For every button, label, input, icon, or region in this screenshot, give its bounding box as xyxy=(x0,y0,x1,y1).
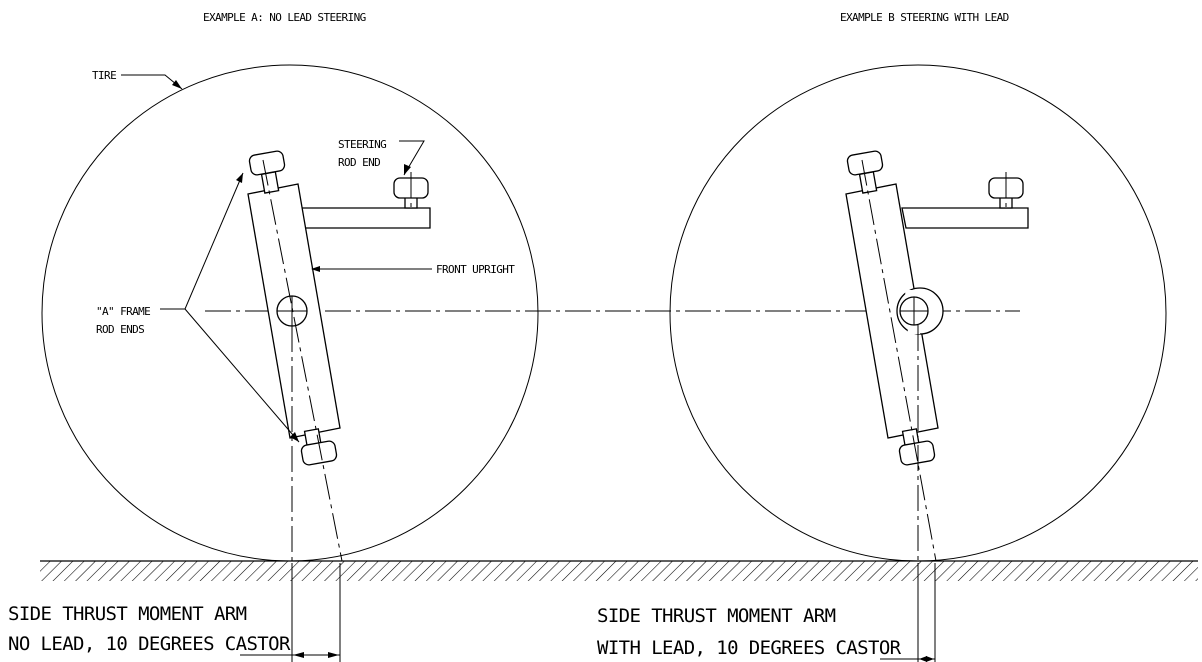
caption-a-line2: NO LEAD, 10 DEGREES CASTOR xyxy=(8,633,291,655)
tire-b xyxy=(669,64,1167,562)
title-example-b: EXAMPLE B STEERING WITH LEAD xyxy=(840,11,1009,24)
leader-steering-rod-end xyxy=(399,140,425,176)
dimension-b xyxy=(880,563,936,662)
upright-assembly-a xyxy=(247,150,431,466)
label-steering-rod-end-1: STEERING xyxy=(338,138,386,151)
kingpin-axis-b xyxy=(861,159,937,562)
label-steering-rod-end-2: ROD END xyxy=(338,156,380,169)
leader-front-upright xyxy=(311,266,432,272)
ground xyxy=(40,560,1198,581)
kingpin-axis-a xyxy=(262,159,343,562)
leader-a-frame-rod-ends xyxy=(160,172,300,443)
label-front-upright: FRONT UPRIGHT xyxy=(436,263,515,276)
dimension-a xyxy=(291,563,341,662)
caption-a-line1: SIDE THRUST MOMENT ARM xyxy=(8,603,247,625)
label-tire: TIRE xyxy=(92,69,116,82)
upright-assembly-b xyxy=(845,150,1029,466)
tire-a xyxy=(41,64,539,562)
title-example-a: EXAMPLE A: NO LEAD STEERING xyxy=(203,11,366,24)
leader-tire xyxy=(121,74,183,90)
caption-b-line1: SIDE THRUST MOMENT ARM xyxy=(597,605,836,627)
label-a-frame-2: ROD ENDS xyxy=(96,323,144,336)
caption-b-line2: WITH LEAD, 10 DEGREES CASTOR xyxy=(597,637,902,659)
label-a-frame-1: "A" FRAME xyxy=(96,305,150,318)
